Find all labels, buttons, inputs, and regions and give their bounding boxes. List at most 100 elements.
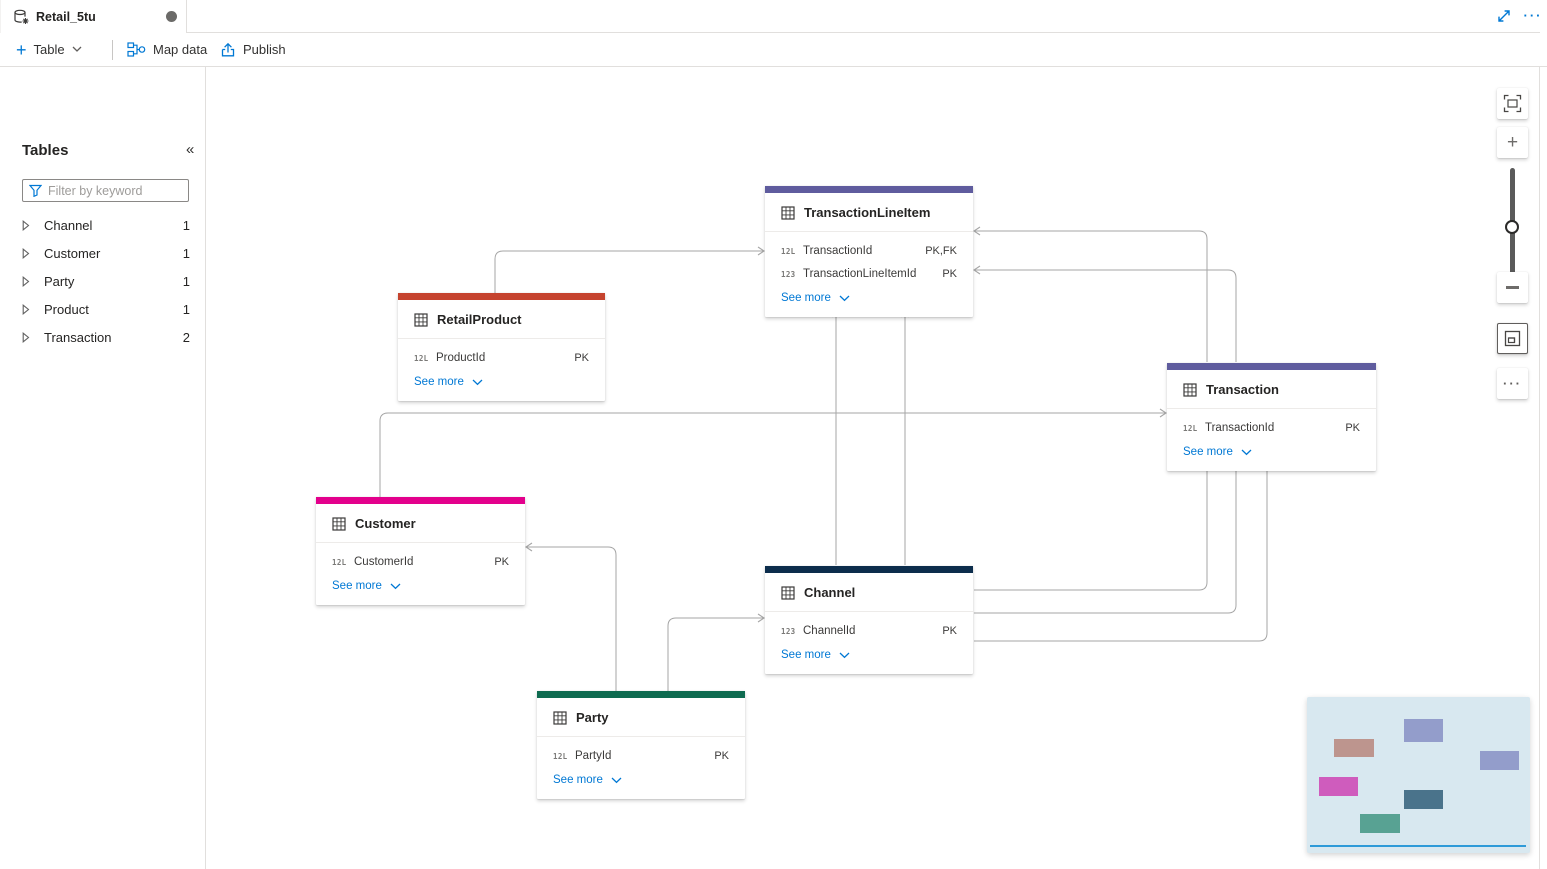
key-badge: PK <box>494 556 509 568</box>
toolbar-divider <box>112 40 113 60</box>
minimap[interactable] <box>1307 697 1530 853</box>
relationship-party-to-customer[interactable] <box>525 542 617 691</box>
numeric-type-icon: 12L <box>332 557 347 567</box>
relationship-channel-to-transaction[interactable] <box>974 462 1241 614</box>
key-badge: PK,FK <box>925 245 957 257</box>
table-card-header[interactable]: Channel <box>765 573 973 612</box>
relationship-retailproduct-to-transactionlineitem[interactable] <box>494 246 765 293</box>
canvas-more-options-button[interactable]: ··· <box>1497 368 1528 399</box>
minimap-toggle-button[interactable] <box>1497 323 1528 354</box>
table-group-label: Transaction <box>44 329 112 345</box>
table-name: Channel <box>804 585 856 600</box>
zoom-in-button[interactable]: + <box>1497 127 1528 158</box>
table-group-count: 1 <box>182 273 190 289</box>
relationship-transaction-to-transactionlineitem[interactable] <box>973 226 1208 362</box>
add-table-label: Table <box>33 42 65 57</box>
see-more-link[interactable]: See more <box>398 369 605 401</box>
minimap-viewport-indicator <box>1310 845 1526 847</box>
table-color-bar <box>1167 363 1376 370</box>
key-badge: PK <box>1345 422 1360 434</box>
see-more-link[interactable]: See more <box>765 642 973 674</box>
table-icon <box>1183 382 1197 397</box>
relationship-customer-to-transaction[interactable] <box>379 408 1167 497</box>
tab-retail-5tu[interactable]: Retail_5tu <box>0 0 187 33</box>
table-group-count: 1 <box>182 217 190 233</box>
see-more-link[interactable]: See more <box>316 573 525 605</box>
minimap-rect-retailproduct <box>1334 739 1374 757</box>
table-card-customer[interactable]: Customer 12L CustomerId PK See more <box>316 497 525 605</box>
table-group-count: 1 <box>182 301 190 317</box>
zoom-out-button[interactable] <box>1497 272 1528 303</box>
field-list: 12L CustomerId PK <box>316 543 525 573</box>
fit-to-screen-button[interactable] <box>1497 88 1528 119</box>
field-name: CustomerId <box>354 556 414 568</box>
minimap-rect-customer <box>1319 777 1358 796</box>
ellipsis-icon: ··· <box>1503 375 1522 391</box>
field-row[interactable]: 12L CustomerId PK <box>316 550 525 573</box>
filter-icon <box>29 184 42 197</box>
table-icon <box>414 312 428 327</box>
plus-icon: + <box>1506 131 1519 153</box>
tab-more-options-button[interactable]: ··· <box>1522 5 1544 27</box>
add-table-button[interactable]: + Table <box>16 33 82 66</box>
table-name: TransactionLineItem <box>804 205 931 220</box>
filter-box <box>22 179 189 202</box>
tab-bar: Retail_5tu ··· <box>0 0 1547 33</box>
see-more-link[interactable]: See more <box>537 767 745 799</box>
table-card-header[interactable]: RetailProduct <box>398 300 605 339</box>
map-data-button[interactable]: Map data <box>127 33 207 66</box>
relationship-transaction-to-transactionlineitem[interactable] <box>973 265 1237 362</box>
expand-button[interactable] <box>1493 5 1515 27</box>
table-color-bar <box>537 691 745 698</box>
tables-panel-title: Tables <box>22 142 69 159</box>
relationship-party-to-channel[interactable] <box>667 613 765 691</box>
relationship-channel-to-transaction[interactable] <box>974 462 1272 642</box>
see-more-link[interactable]: See more <box>765 285 973 317</box>
publish-button[interactable]: Publish <box>220 33 286 66</box>
minimap-rect-party <box>1360 814 1400 833</box>
fit-to-screen-icon <box>1503 94 1522 113</box>
table-name: Party <box>576 710 609 725</box>
key-badge: PK <box>942 625 957 637</box>
see-more-link[interactable]: See more <box>1167 439 1376 471</box>
numeric-type-icon: 12L <box>553 751 568 761</box>
key-badge: PK <box>574 352 589 364</box>
field-name: TransactionId <box>803 245 873 257</box>
table-card-header[interactable]: Transaction <box>1167 370 1376 409</box>
chevron-right-icon <box>22 275 30 287</box>
table-color-bar <box>765 566 973 573</box>
collapse-panel-button[interactable]: « <box>186 141 195 158</box>
publish-label: Publish <box>243 42 286 57</box>
table-card-header[interactable]: TransactionLineItem <box>765 193 973 232</box>
table-icon <box>553 710 567 725</box>
map-data-icon <box>127 42 146 57</box>
key-badge: PK <box>942 268 957 280</box>
table-card-header[interactable]: Customer <box>316 504 525 543</box>
minimap-rect-transactionlineitem <box>1404 719 1443 742</box>
table-card-header[interactable]: Party <box>537 698 745 737</box>
minimap-rect-transaction <box>1480 751 1519 770</box>
filter-input[interactable] <box>48 183 168 198</box>
zoom-slider-knob[interactable] <box>1505 220 1519 234</box>
relationship-channel-to-transaction[interactable] <box>974 462 1212 591</box>
chevron-down-icon <box>611 777 622 783</box>
chevron-right-icon <box>22 303 30 315</box>
chevron-down-icon <box>1241 449 1252 455</box>
